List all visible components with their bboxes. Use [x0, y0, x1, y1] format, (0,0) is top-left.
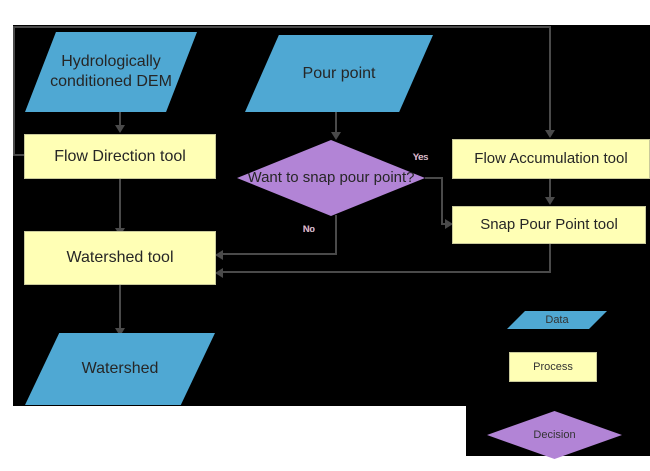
node-label: Hydrologically conditioned DEM	[50, 53, 172, 90]
arrowhead-decision	[331, 132, 341, 140]
connector-snap-left	[222, 271, 551, 273]
connector-yes-right	[425, 177, 443, 179]
connector-no-left	[222, 253, 337, 255]
connector-pour-point-to-decision	[335, 112, 337, 134]
connector-into-flow-direction-left	[13, 154, 26, 156]
connector-top-rail	[13, 26, 551, 28]
connector-dem-to-flow-direction	[119, 112, 121, 126]
arrowhead-flow-direction	[115, 125, 125, 133]
connector-flow-accumulation-to-snap	[549, 179, 551, 199]
node-flow-accumulation-tool[interactable]: Flow Accumulation tool	[452, 139, 650, 179]
connector-watershed-tool-to-watershed	[119, 285, 121, 330]
node-watershed[interactable]: Watershed	[25, 333, 215, 405]
node-snap-pour-point-tool[interactable]: Snap Pour Point tool	[452, 206, 646, 244]
node-label: Watershed	[81, 360, 159, 378]
node-label: Flow Accumulation tool	[474, 149, 628, 167]
node-label: Watershed tool	[66, 249, 174, 267]
legend-label-decision: Decision	[533, 429, 576, 441]
arrowhead-flow-accumulation	[545, 130, 555, 138]
branch-label-yes: Yes	[413, 152, 429, 162]
arrowhead-snap-pour-point	[445, 219, 453, 229]
connector-left-riser	[13, 26, 15, 155]
arrowhead-watershed-tool-right-lower	[215, 268, 223, 278]
legend-item-data: Data	[507, 311, 607, 329]
node-label: Want to snap pour point?	[247, 168, 415, 186]
arrowhead-snap-pour-point-top	[545, 197, 555, 205]
connector-yes-down	[441, 177, 443, 224]
node-label: Pour point	[302, 64, 376, 82]
arrowhead-watershed	[115, 328, 125, 336]
connector-no-down	[335, 215, 337, 255]
node-label: Flow Direction tool	[54, 147, 186, 165]
branch-label-no: No	[303, 224, 315, 234]
node-hydrologically-conditioned-dem[interactable]: Hydrologically conditioned DEM	[25, 32, 197, 112]
connector-flow-direction-to-watershed-tool	[119, 179, 121, 230]
node-pour-point[interactable]: Pour point	[245, 35, 433, 112]
connector-yes-into-snap	[441, 223, 446, 225]
node-label: Snap Pour Point tool	[480, 215, 618, 233]
connector-down-to-flow-accumulation	[549, 26, 551, 131]
arrowhead-watershed-tool-right-upper	[215, 250, 223, 260]
node-flow-direction-tool[interactable]: Flow Direction tool	[24, 134, 216, 179]
legend-item-process: Process	[509, 352, 597, 382]
node-watershed-tool[interactable]: Watershed tool	[24, 231, 216, 285]
legend-label-process: Process	[533, 361, 573, 373]
connector-snap-down	[549, 243, 551, 273]
legend-label-data: Data	[545, 314, 569, 326]
